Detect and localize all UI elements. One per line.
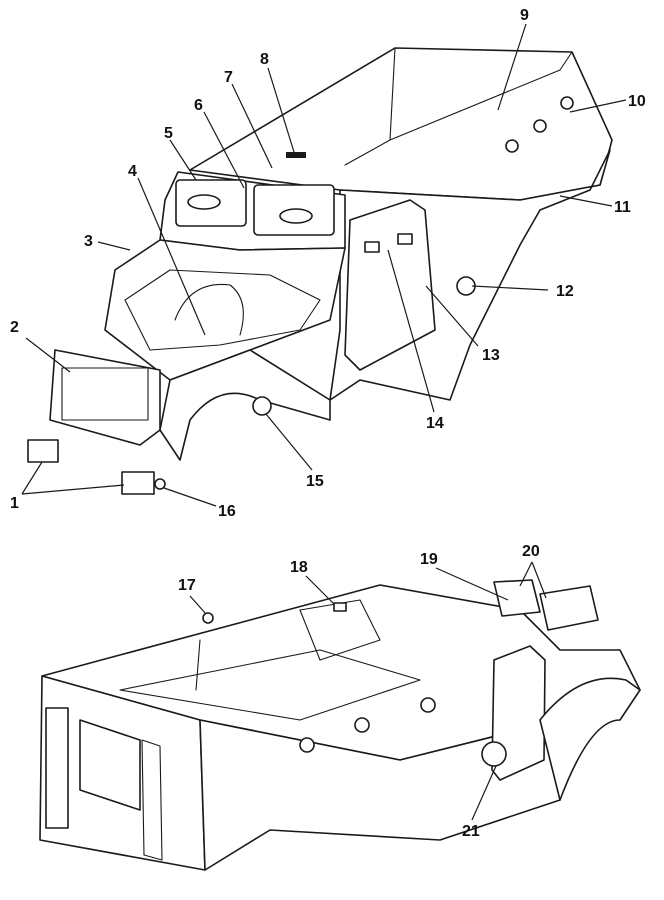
- steering-frame: [174, 283, 244, 336]
- door-hinge-upper: [364, 241, 380, 253]
- lower-interior-floor: [119, 649, 421, 721]
- callout-10: 10: [628, 93, 646, 110]
- leader-11: [559, 195, 613, 207]
- lower-leader-lines: [189, 561, 547, 821]
- leader-10: [569, 99, 627, 113]
- leader-19: [435, 567, 509, 601]
- axle-mount: [252, 396, 272, 416]
- leader-8: [267, 67, 295, 153]
- leader-21: [471, 765, 497, 821]
- callout-16: 16: [218, 503, 236, 520]
- front-vision-plate-a: [493, 579, 541, 617]
- rear-hatch: [79, 719, 141, 811]
- roof-fitting-18: [333, 602, 347, 612]
- lower-hull-drawing: [39, 579, 641, 871]
- side-port-21: [481, 741, 507, 767]
- bumper-bracket-left: [27, 439, 59, 463]
- leader-1: [21, 461, 125, 495]
- bumper-bracket-right: [121, 471, 155, 495]
- vision-slot-right: [279, 208, 313, 224]
- leader-3: [97, 241, 131, 251]
- leader-18: [305, 575, 335, 605]
- upper-hull-drawing: [27, 47, 613, 495]
- rear-door-leaf: [141, 739, 163, 861]
- side-port-b: [354, 717, 370, 733]
- callout-21: 21: [462, 823, 480, 840]
- callout-13: 13: [482, 347, 500, 364]
- front-wheel-arch: [539, 677, 641, 801]
- callout-labels: 1 2 3 4 5 6 7 8 9 10 11 12 13 14 15 16 1…: [10, 7, 646, 840]
- leader-5: [169, 139, 197, 181]
- upper-hull-rear-wall: [344, 47, 573, 166]
- callout-3: 3: [84, 233, 93, 250]
- leader-14: [387, 249, 435, 413]
- callout-15: 15: [306, 473, 324, 490]
- leader-9: [497, 23, 527, 111]
- callout-9: 9: [520, 7, 529, 24]
- leader-12: [471, 285, 549, 291]
- side-port-a: [299, 737, 315, 753]
- leader-16: [163, 487, 217, 507]
- roof-fitting-17: [202, 612, 214, 624]
- callout-14: 14: [426, 415, 444, 432]
- callout-11: 11: [614, 199, 631, 216]
- upper-hull-top-outline: [189, 47, 613, 201]
- side-fitting-b: [533, 119, 547, 133]
- engine-compartment-opening: [124, 269, 321, 351]
- door-hinge-lower: [397, 233, 413, 245]
- towing-eye: [154, 478, 166, 490]
- lower-hull-side: [199, 719, 561, 871]
- leader-20: [519, 561, 547, 599]
- callout-12: 12: [556, 283, 574, 300]
- side-fitting-a: [505, 139, 519, 153]
- leader-15: [265, 413, 313, 471]
- vision-slot-left: [187, 194, 221, 210]
- callout-19: 19: [420, 551, 438, 568]
- callout-1: 1: [10, 495, 19, 512]
- callout-6: 6: [194, 97, 203, 114]
- leader-13: [425, 285, 479, 347]
- side-port-c: [420, 697, 436, 713]
- leader-7: [231, 83, 273, 169]
- upper-leader-lines: [21, 23, 627, 507]
- callout-18: 18: [290, 559, 308, 576]
- callout-7: 7: [224, 69, 233, 86]
- rear-door-hinge-frame: [45, 707, 69, 829]
- radiator-armour-plate: [49, 349, 161, 446]
- roof-fitting: [286, 152, 306, 158]
- leader-17: [189, 595, 207, 615]
- upper-hull-lower-side: [159, 349, 331, 461]
- callout-4: 4: [128, 163, 137, 180]
- radiator-louvre: [61, 367, 149, 421]
- lower-side-door: [491, 645, 546, 781]
- leader-4: [137, 177, 206, 336]
- callout-5: 5: [164, 125, 173, 142]
- callout-20: 20: [522, 543, 540, 560]
- front-vision-plate-b: [539, 585, 599, 631]
- leader-6: [203, 111, 245, 189]
- side-fitting-c: [560, 96, 574, 110]
- leader-2: [25, 337, 71, 373]
- callout-2: 2: [10, 319, 19, 336]
- callout-17: 17: [178, 577, 196, 594]
- interior-post: [195, 639, 201, 691]
- callout-8: 8: [260, 51, 269, 68]
